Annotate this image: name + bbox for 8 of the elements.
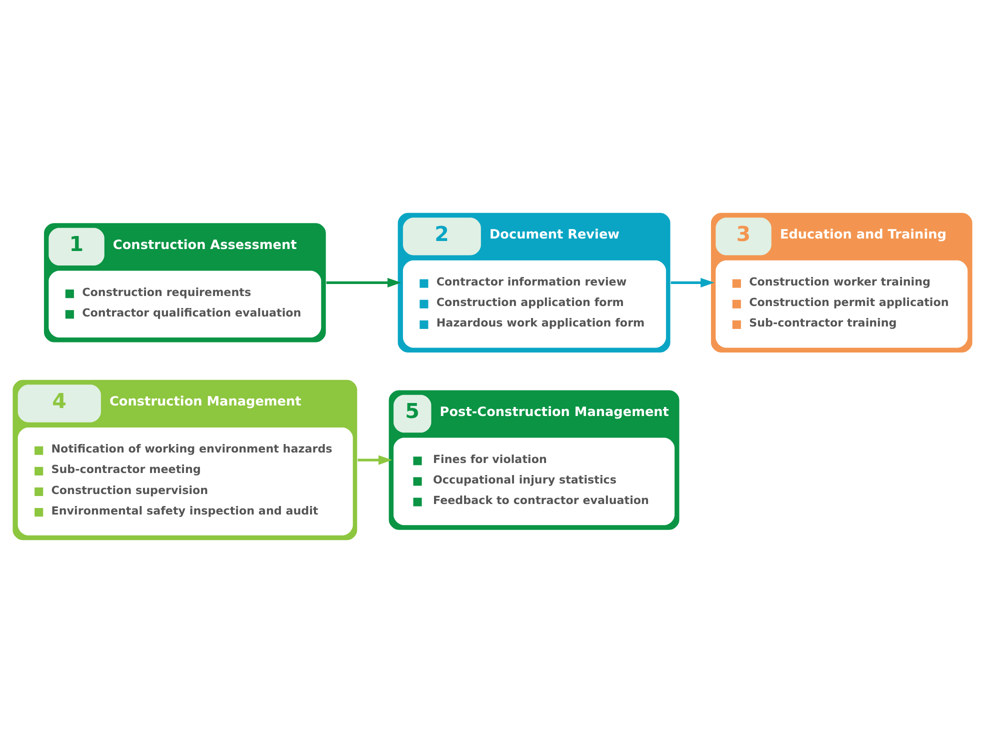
node-box: 1 Construction Assessment Construction requirements Contractor qualification evaluation	[43, 222, 327, 343]
arrow	[670, 277, 714, 287]
node-box: 5 Post-Construction Management Fines for violation Occupational injury statistics Feedback to contractor evaluation	[388, 388, 680, 530]
arrow	[326, 277, 402, 287]
node-box: 2 Document Review Contractor information review Construction application form Hazardous work application form	[396, 212, 672, 353]
node-box: 3 Education and Training Construction worker training Construction permit application Sub-contractor training	[710, 212, 974, 353]
arrow	[358, 454, 392, 464]
node-box: 4 Construction Management Notification of working environment hazards Sub-contractor meeting Construction supervision Environmental safety inspection and audit	[12, 378, 358, 540]
